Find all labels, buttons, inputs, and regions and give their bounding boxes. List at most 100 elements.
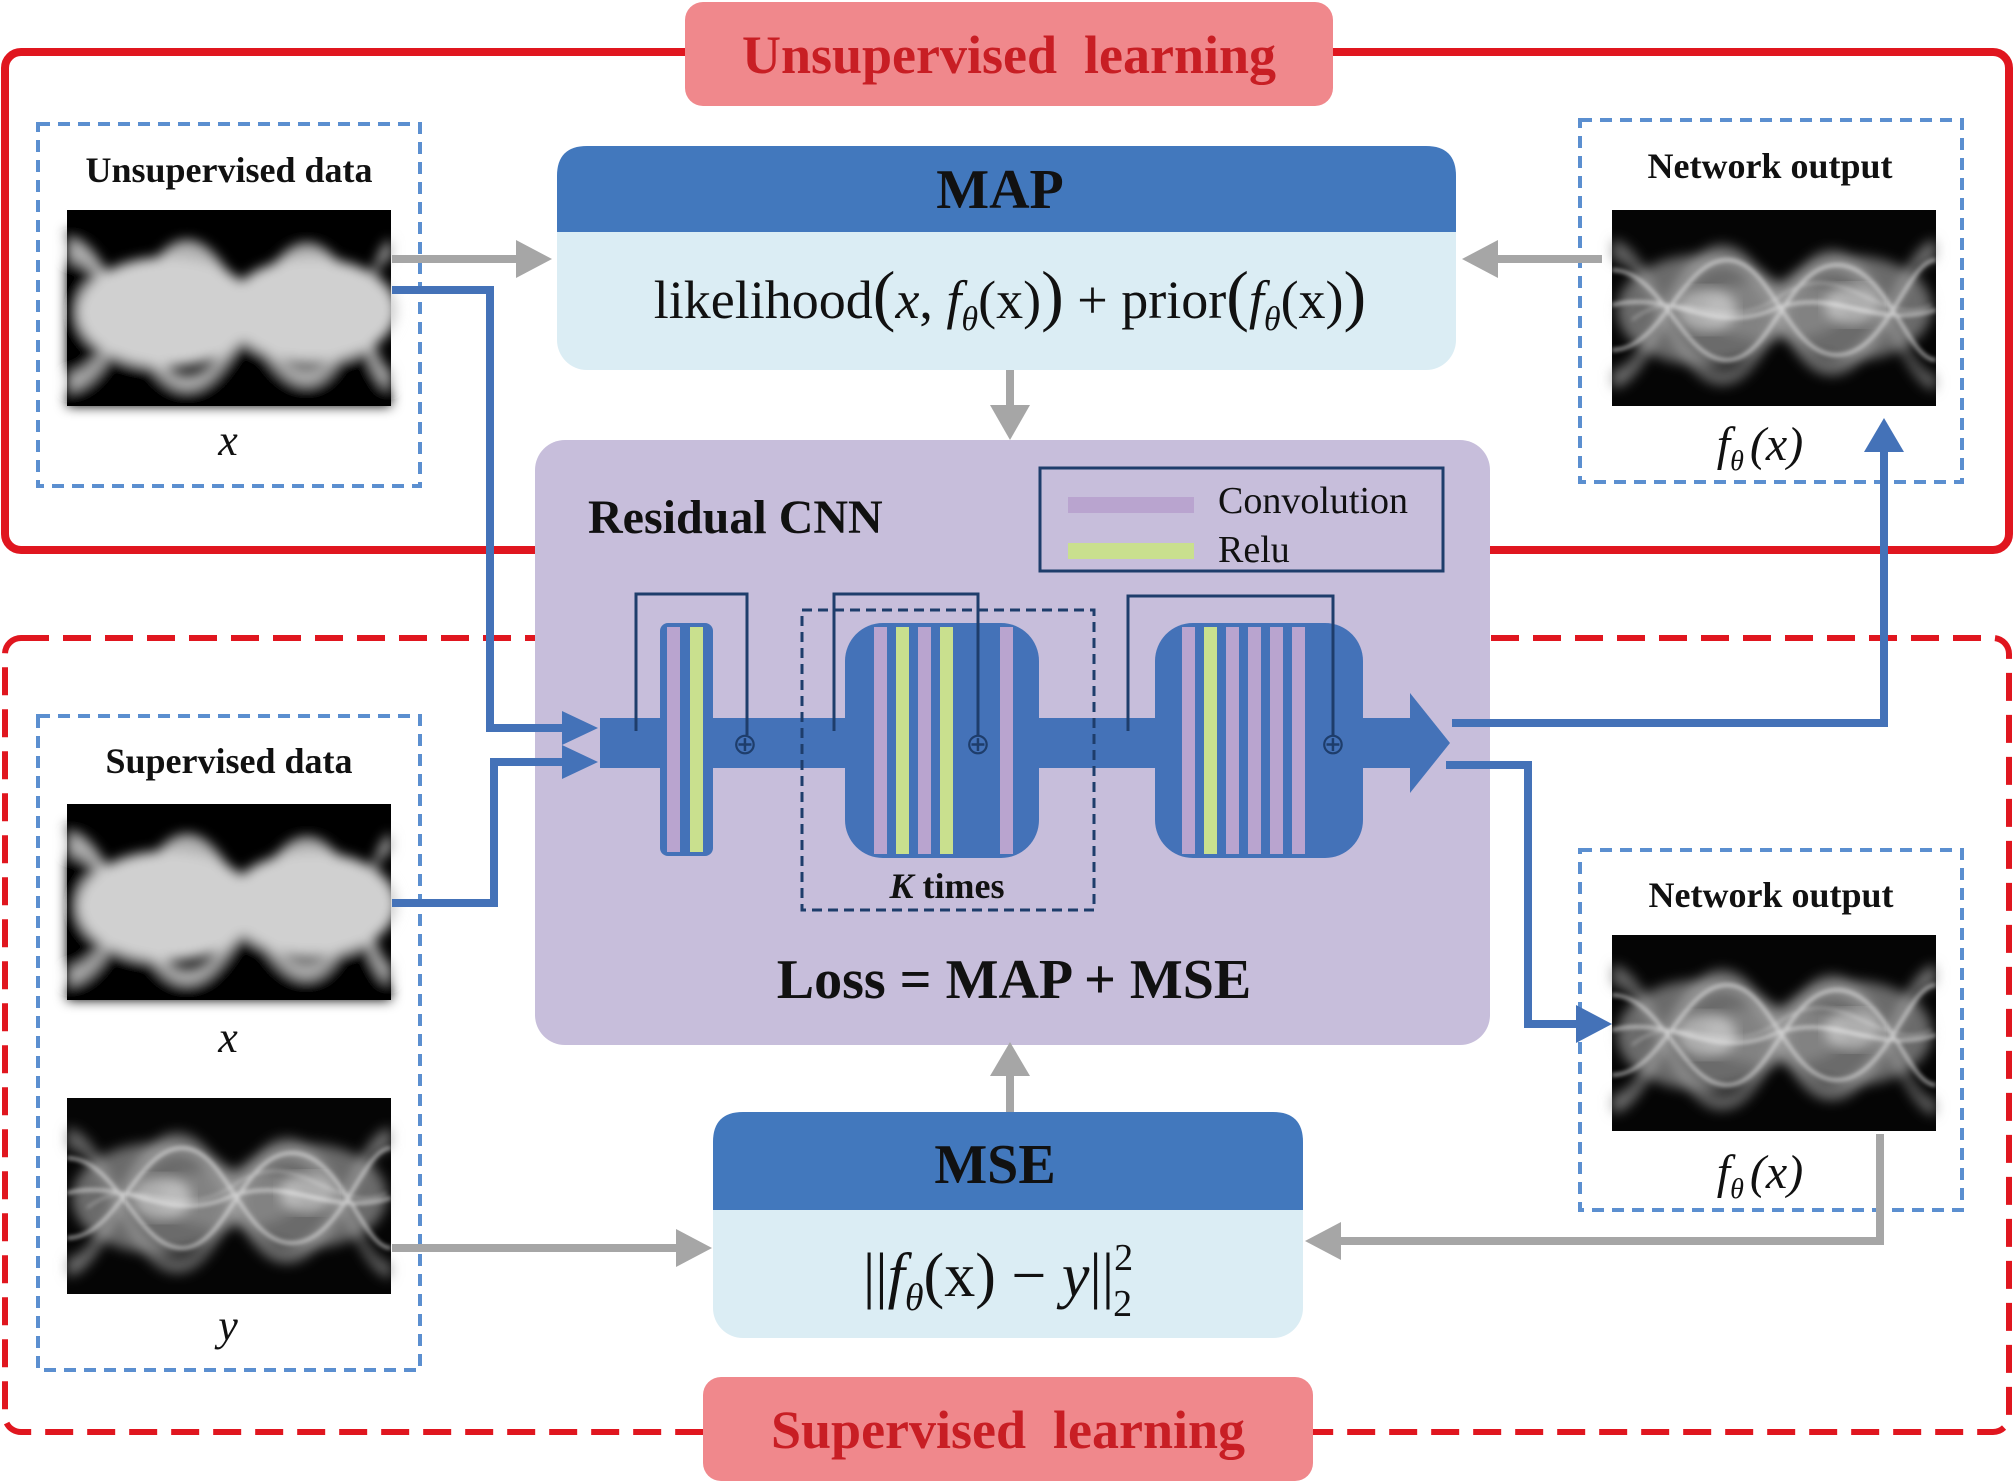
- arrowhead: [1864, 418, 1904, 452]
- sum-node-3: ⊕: [1320, 728, 1345, 761]
- skip-connection-2: [832, 592, 980, 735]
- arrowhead: [516, 240, 552, 278]
- minus-sign: −: [996, 1242, 1062, 1310]
- map-title: MAP: [936, 159, 1064, 221]
- k-times-label: K times: [889, 866, 1005, 906]
- conv-layer: [1182, 627, 1195, 854]
- arg-x: (x): [924, 1242, 996, 1310]
- convolution-legend-label: Convolution: [1218, 480, 1408, 522]
- cnn-output-arrowhead: [1410, 693, 1450, 793]
- arrow-cnn-to-top-output: [1452, 448, 1888, 727]
- relu-legend-label: Relu: [1218, 529, 1290, 571]
- conv-layer: [1270, 627, 1283, 854]
- cnn-legend: Convolution Relu: [1038, 466, 1445, 573]
- network-output-top-sinogram: [1612, 210, 1936, 406]
- supervised-clean-sinogram: [67, 1098, 391, 1294]
- arrowhead: [562, 711, 598, 745]
- conv-layer: [874, 627, 887, 854]
- arg-x: (x): [978, 270, 1041, 330]
- conv-layer: [667, 627, 680, 852]
- cnn-block-3: [1155, 623, 1363, 858]
- network-output-bottom-label: fθ(x): [1717, 1146, 1803, 1205]
- arrowhead: [990, 1042, 1030, 1076]
- relu-swatch: [1068, 543, 1194, 559]
- arrowhead: [676, 1229, 712, 1267]
- arrow-unsup-data-to-cnn: [392, 286, 565, 732]
- close-paren: ): [1041, 257, 1064, 333]
- network-output-bottom-title: Network output: [1648, 875, 1893, 915]
- plus-sign: +: [1064, 270, 1121, 330]
- subscript-2: 2: [1113, 1283, 1132, 1325]
- skip-connection-1: [634, 592, 749, 735]
- arrowhead: [1305, 1222, 1341, 1260]
- open-paren: (: [1226, 257, 1249, 333]
- cnn-block-1: [660, 623, 713, 856]
- arrow-net-output-to-mse: [1340, 1134, 1884, 1245]
- sum-node-1: ⊕: [732, 728, 757, 761]
- residual-cnn-title: Residual CNN: [588, 491, 883, 544]
- conv-layer: [918, 627, 931, 854]
- k-symbol: K: [889, 866, 917, 906]
- unsupervised-x-label: x: [217, 416, 238, 465]
- x-symbol: x: [894, 270, 919, 330]
- conv-layer: [1248, 627, 1261, 854]
- sum-node-2: ⊕: [965, 728, 990, 761]
- arrow-cnn-to-bottom-output: [1446, 761, 1578, 1028]
- unsupervised-data-title: Unsupervised data: [85, 150, 372, 190]
- norm-bars-open: ||: [863, 1242, 888, 1310]
- unsupervised-learning-banner: Unsupervised learning: [685, 2, 1333, 106]
- cnn-block-2: [845, 623, 1039, 858]
- arrow-sup-data-to-cnn: [392, 758, 565, 907]
- conv-layer: [1292, 627, 1305, 854]
- unsupervised-noisy-sinogram: [67, 210, 397, 406]
- arg-x: (x): [1750, 1146, 1803, 1199]
- theta-subscript: θ: [961, 301, 978, 338]
- theta-subscript: θ: [1264, 301, 1281, 338]
- supervised-y-label: y: [214, 1301, 238, 1350]
- skip-connection-3: [1126, 594, 1335, 735]
- map-box: MAP likelihood(x, fθ(x)) + prior(fθ(x)): [557, 146, 1456, 370]
- times-word: times: [914, 866, 1005, 906]
- open-paren: (: [873, 257, 896, 333]
- k-times-dashed-box: [800, 608, 1096, 912]
- convolution-swatch: [1068, 497, 1194, 513]
- likelihood-word: likelihood: [654, 270, 873, 330]
- prior-word: prior: [1121, 270, 1226, 330]
- network-output-top-label: fθ(x): [1717, 418, 1803, 477]
- theta-subscript: θ: [1730, 1174, 1744, 1205]
- theta-subscript: θ: [905, 1277, 924, 1319]
- comma: ,: [919, 270, 946, 330]
- supervised-data-title: Supervised data: [105, 741, 352, 781]
- network-output-top-title: Network output: [1647, 146, 1892, 186]
- supervised-data-box: [36, 714, 422, 1372]
- arrowhead: [1576, 1005, 1612, 1043]
- network-output-bottom-sinogram: [1612, 935, 1936, 1131]
- arg-x: (x): [1281, 270, 1344, 330]
- loss-equation: Loss = MAP + MSE: [777, 949, 1252, 1011]
- theta-subscript: θ: [1730, 446, 1744, 477]
- unsupervised-data-box: [36, 122, 422, 488]
- relu-layer: [690, 627, 703, 852]
- supervised-learning-banner: Supervised learning: [703, 1377, 1313, 1481]
- arg-x: (x): [1750, 418, 1803, 471]
- unsupervised-learning-label: Unsupervised learning: [742, 25, 1276, 85]
- mse-title: MSE: [934, 1134, 1055, 1196]
- norm-bars-close: ||: [1089, 1242, 1114, 1310]
- close-paren: ): [1344, 257, 1367, 333]
- conv-layer: [1000, 627, 1013, 854]
- relu-layer: [940, 627, 953, 854]
- y-symbol: y: [1056, 1242, 1090, 1310]
- arrowhead: [1462, 240, 1498, 278]
- arrowhead: [990, 405, 1030, 440]
- supervised-noisy-sinogram: [67, 804, 397, 1000]
- network-output-top-box: [1578, 118, 1964, 484]
- relu-layer: [896, 627, 909, 854]
- supervised-learning-label: Supervised learning: [771, 1400, 1245, 1460]
- supervised-x-label: x: [217, 1013, 238, 1062]
- map-formula: likelihood(x, fθ(x)) + prior(fθ(x)): [654, 257, 1366, 338]
- arrowhead: [562, 745, 598, 779]
- superscript-2: 2: [1114, 1237, 1133, 1279]
